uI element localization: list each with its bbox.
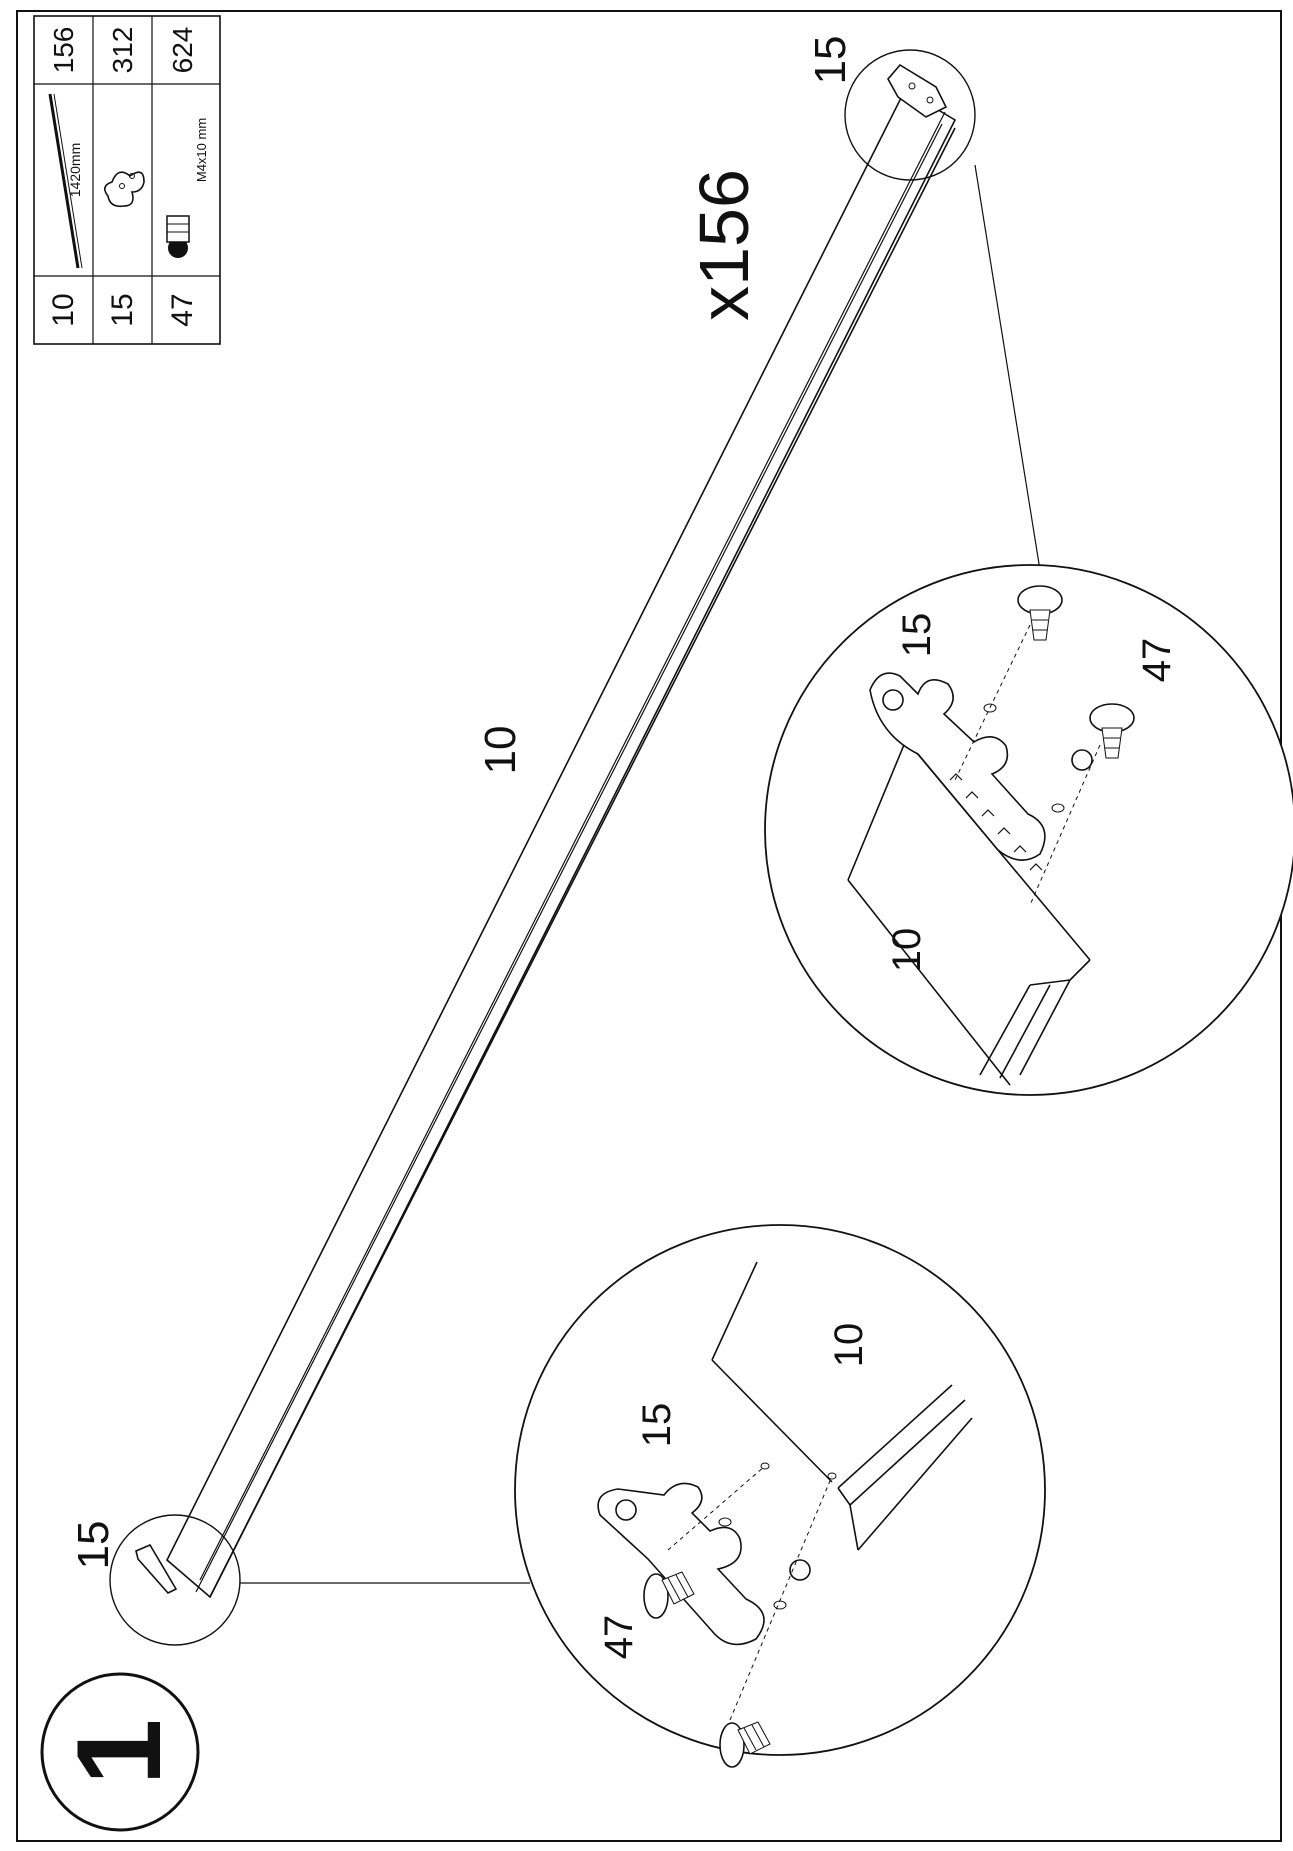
label-detail-right-bracket: 15: [895, 613, 939, 658]
table-part-id: 15: [106, 293, 139, 326]
detail-view-right: 15 47 10: [764, 564, 1293, 1096]
table-part-size: 1420mm: [67, 143, 83, 197]
detail-view-left: 15 47 10: [514, 1224, 1046, 1768]
screw-drawing: [1017, 585, 1063, 641]
label-rail-main: 10: [476, 726, 525, 775]
table-part-qty: 624: [167, 27, 198, 74]
label-detail-right-rail: 10: [885, 928, 929, 973]
screw-drawing: [643, 1571, 695, 1619]
table-part-id: 47: [166, 293, 199, 326]
label-detail-left-bracket: 15: [635, 1403, 679, 1448]
step-number: 1: [52, 1719, 186, 1786]
label-detail-right-screw: 47: [1135, 638, 1179, 683]
rail-icon: [48, 93, 83, 269]
parts-table-border: [33, 15, 221, 345]
bracket-small-right: [887, 63, 948, 118]
label-detail-left-rail: 10: [827, 1323, 871, 1368]
bracket-small-left: [135, 1543, 178, 1594]
detail-callout-circle-left: [109, 1514, 241, 1646]
page-frame: [16, 10, 1282, 1842]
step-number-badge: 1: [40, 1672, 200, 1832]
parts-table: 10 1420mm 156 15 312 47 M4x10 mm 624: [33, 15, 221, 345]
table-part-id: 10: [47, 293, 80, 326]
table-part-qty: 312: [107, 27, 138, 74]
screw-icon: [166, 215, 190, 258]
label-bracket-left-end: 15: [69, 1521, 118, 1570]
bracket-icon: [104, 171, 145, 208]
leader-line-right: [974, 164, 1041, 571]
rail-main-drawing: [166, 88, 957, 1599]
label-bracket-right-end: 15: [806, 36, 855, 85]
step-multiplier: x156: [685, 169, 763, 321]
table-part-size: M4x10 mm: [194, 118, 209, 182]
screw-drawing: [719, 1721, 771, 1768]
label-detail-left-screw: 47: [597, 1615, 641, 1660]
screw-drawing: [1089, 703, 1135, 759]
table-part-qty: 156: [48, 27, 79, 74]
detail-callout-circle-right: [844, 49, 976, 181]
